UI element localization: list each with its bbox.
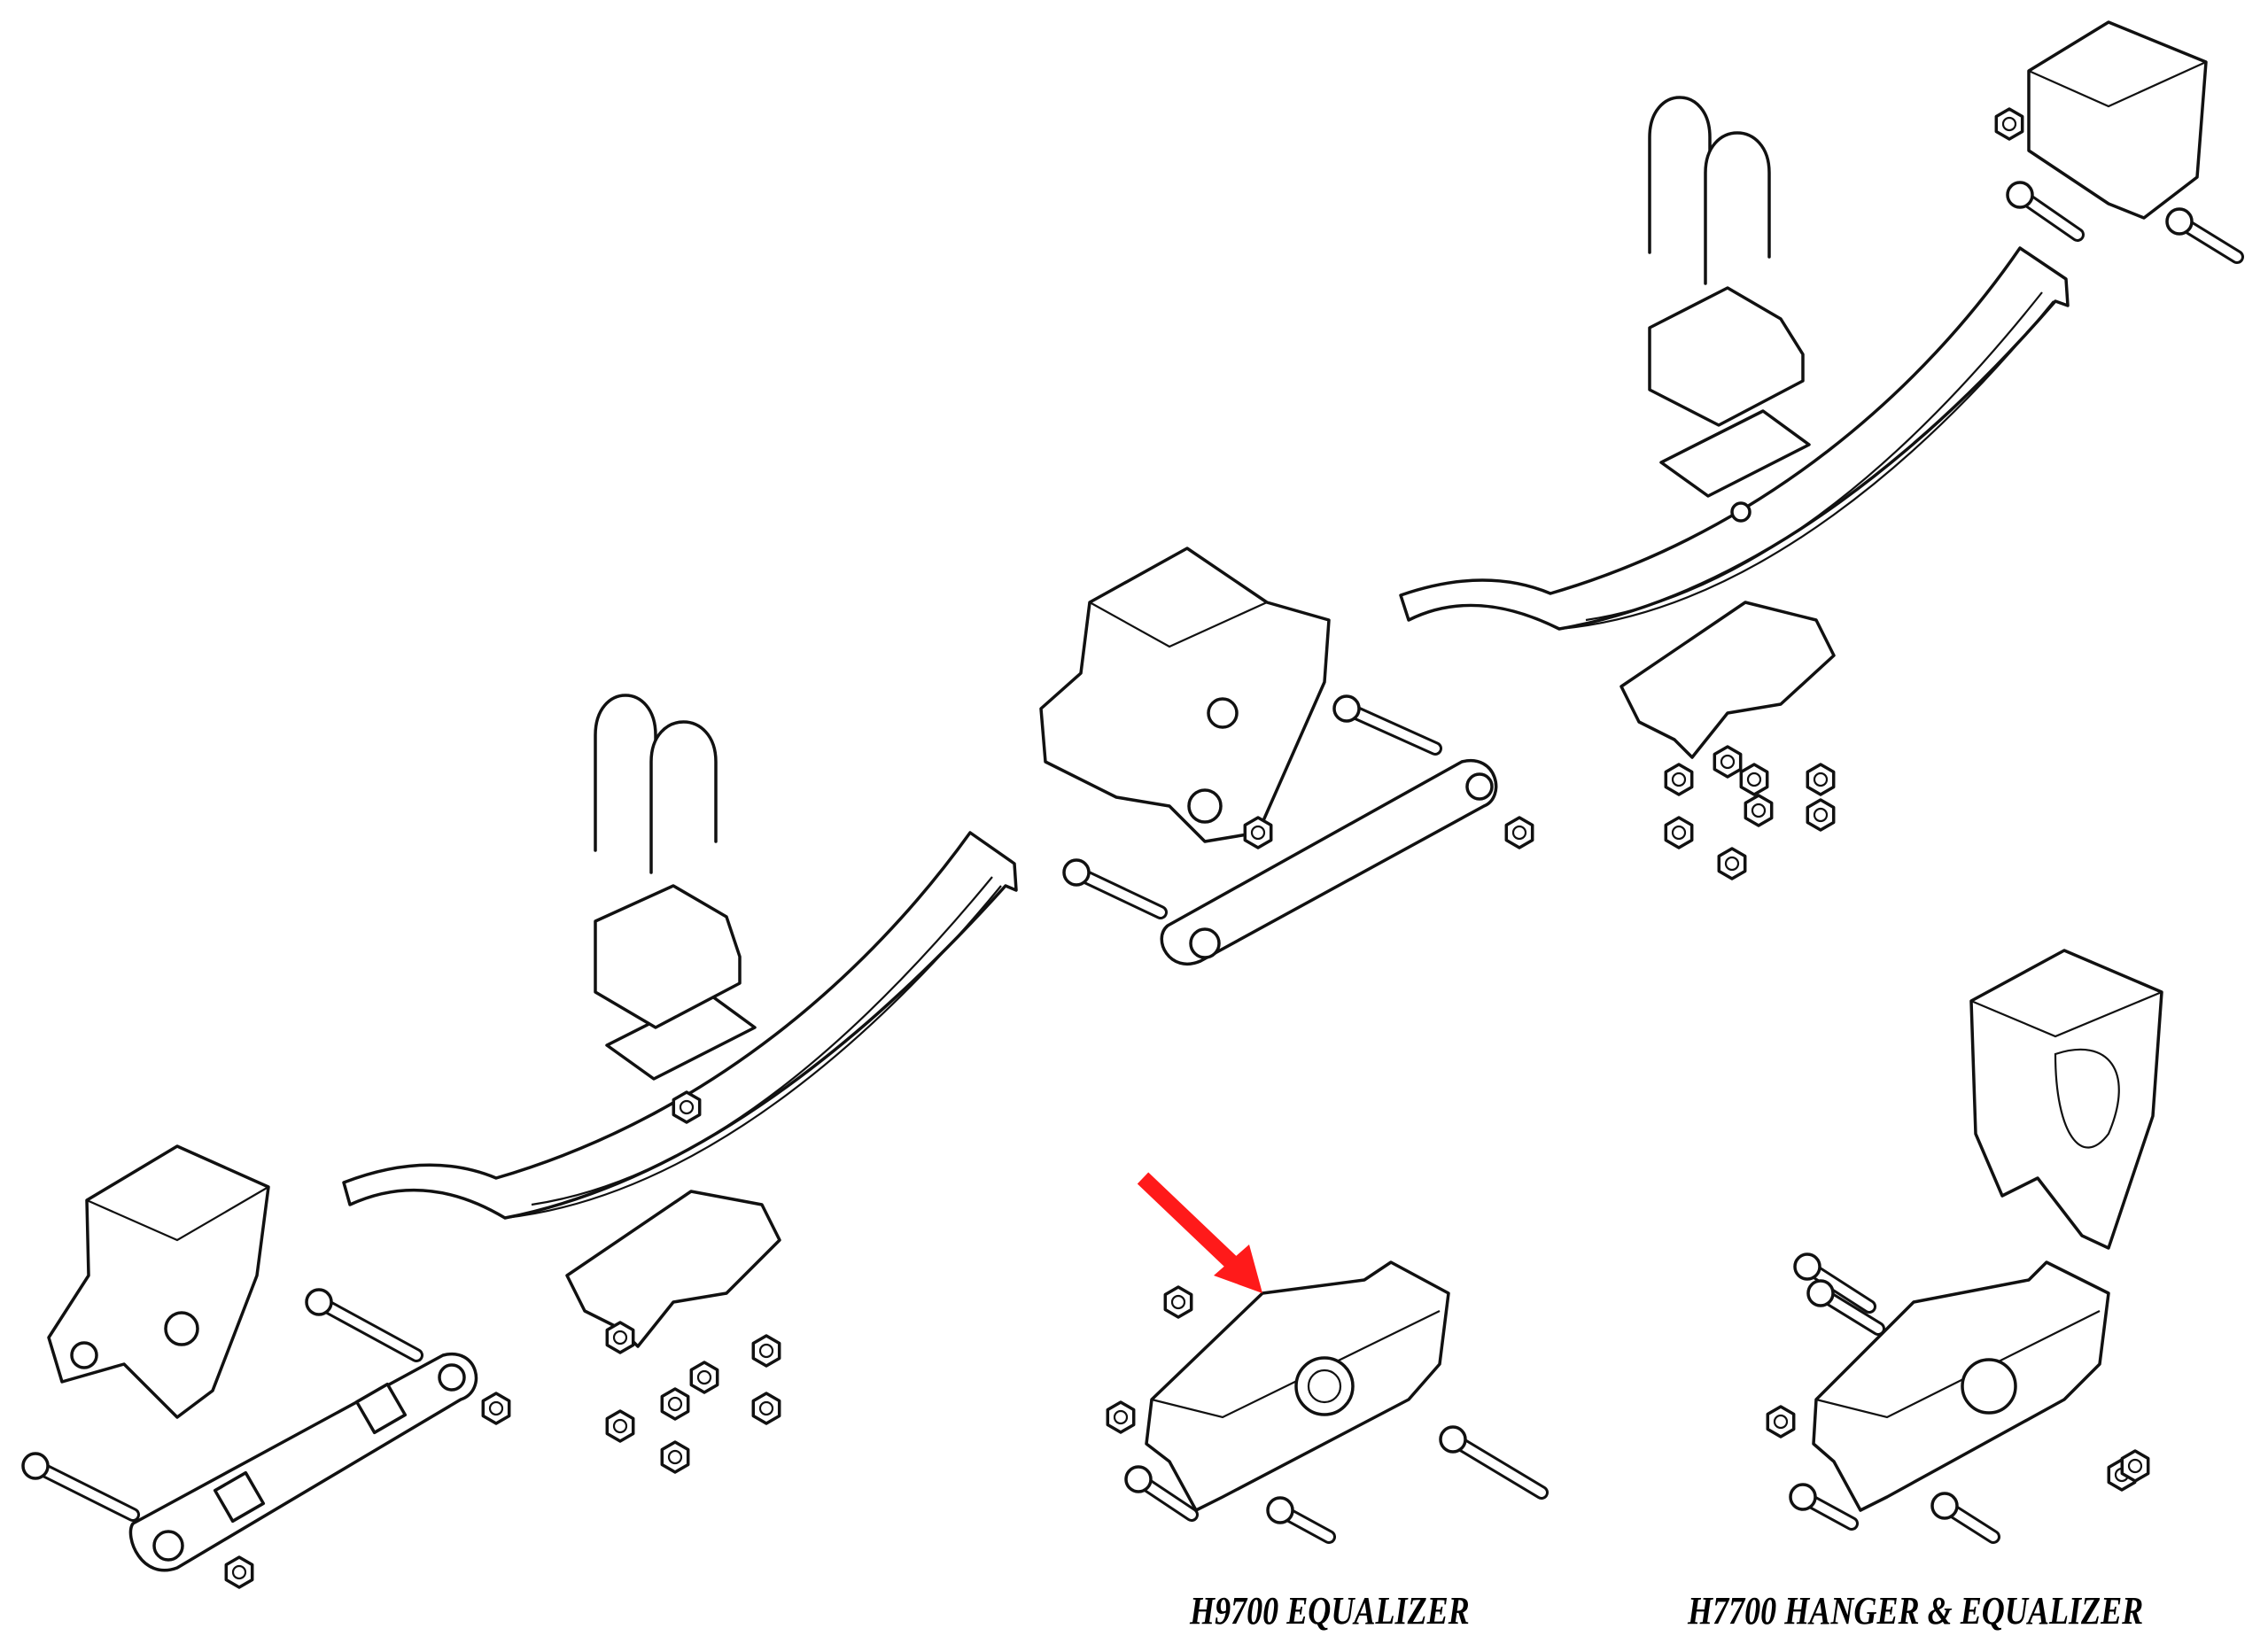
nut-hole [679,1099,695,1115]
hex-nut-icon [1744,794,1774,827]
bolt-shank [315,1298,421,1360]
nut-hole [1671,772,1687,787]
hex-nut-icon [1739,763,1769,796]
hex-nut-icon [660,1440,690,1474]
bolt-head [1062,858,1091,887]
nut-hole [1170,1294,1186,1310]
hex-nut-icon [1163,1285,1193,1319]
hex-nut-icon [1106,1400,1136,1434]
h7700-hanger-equalizer-label: H7700 HANGER & EQUALIZER [1688,1589,2144,1632]
nut-hole [2127,1458,2143,1474]
hex-nut-icon [2120,1449,2150,1483]
bolt-shank [31,1462,137,1519]
nut-hole [1773,1414,1789,1430]
hex-nut-icon [660,1387,690,1421]
nut-hole [1724,856,1740,872]
nut-hole [1751,803,1767,818]
bolt-head [2165,207,2194,236]
front-torque-arm [128,1352,478,1572]
hex-nut-icon [224,1555,254,1589]
nut-hole [1720,754,1736,770]
bolt-head [1930,1492,1959,1520]
nut-hole [1813,807,1829,823]
bolt-shank [1342,704,1440,753]
hex-nut-icon [1766,1405,1796,1438]
nut-hole [1511,825,1527,841]
rear-equalizer-bracket [1619,601,1836,759]
nut-hole [488,1400,504,1416]
bolt-head [1332,694,1361,723]
bolt-head [21,1452,50,1480]
front-hanger [47,1144,270,1419]
center-torque-arm [1160,758,1498,965]
hex-nut-icon [1806,763,1836,796]
bolt-head [1266,1496,1294,1524]
nut-hole [696,1369,712,1385]
hex-nut-icon [1806,798,1836,832]
hex-nut-icon [481,1392,511,1425]
h9700-equalizer [1145,1260,1450,1512]
bolt-head [1789,1483,1817,1511]
spring-seat-left [594,884,742,1029]
nut-hole [231,1564,247,1580]
hex-nut-icon [1243,816,1273,849]
u-bolts-right [1648,96,1771,285]
hex-nut-icon [1664,816,1694,849]
nut-hole [758,1343,774,1359]
nut-hole [2001,116,2017,132]
bolt-head [1124,1465,1153,1493]
center-hanger [1039,547,1331,843]
spring-seat-right [1648,286,1805,427]
h7700-hanger [1969,949,2163,1250]
hex-nut-icon [1504,816,1534,849]
spring-plate-right [1659,409,1811,498]
hex-nut-icon [1717,847,1747,880]
nut-hole [1671,825,1687,841]
hex-nut-icon [1664,763,1694,796]
h9700-equalizer-label: H9700 EQUALIZER [1190,1589,1470,1632]
nut-hole [1113,1409,1129,1425]
nut-hole [1250,825,1266,841]
hardware-group [21,107,2244,1589]
nut-hole [667,1449,683,1465]
hex-nut-icon [751,1392,781,1425]
rear-leaf-spring [1399,246,2070,631]
nut-hole [758,1400,774,1416]
rear-hanger [2027,20,2208,220]
front-equalizer-bracket [565,1190,781,1348]
bolt-head [1806,1279,1835,1307]
bolt-shank [1449,1435,1546,1497]
bolt-head [1793,1252,1821,1281]
hex-nut-icon [751,1334,781,1368]
nut-hole [612,1418,628,1434]
hex-nut-icon [1994,107,2024,141]
nut-hole [1746,772,1762,787]
hex-nut-icon [689,1361,719,1394]
hex-nut-icon [605,1409,635,1443]
bolt-shank [1072,868,1165,917]
h7700-equalizer [1812,1260,2110,1512]
nut-hole [612,1330,628,1345]
bolt-head [2006,181,2034,209]
hex-nut-icon [605,1321,635,1354]
red-pointer-arrow [1137,1172,1262,1293]
nut-hole [1813,772,1829,787]
bolt-head [305,1288,333,1316]
nut-hole [667,1396,683,1412]
hex-nut-icon [1713,745,1743,779]
bolt-head [1439,1425,1467,1454]
hex-nut-icon [672,1090,702,1124]
u-bolts-left [594,694,718,874]
